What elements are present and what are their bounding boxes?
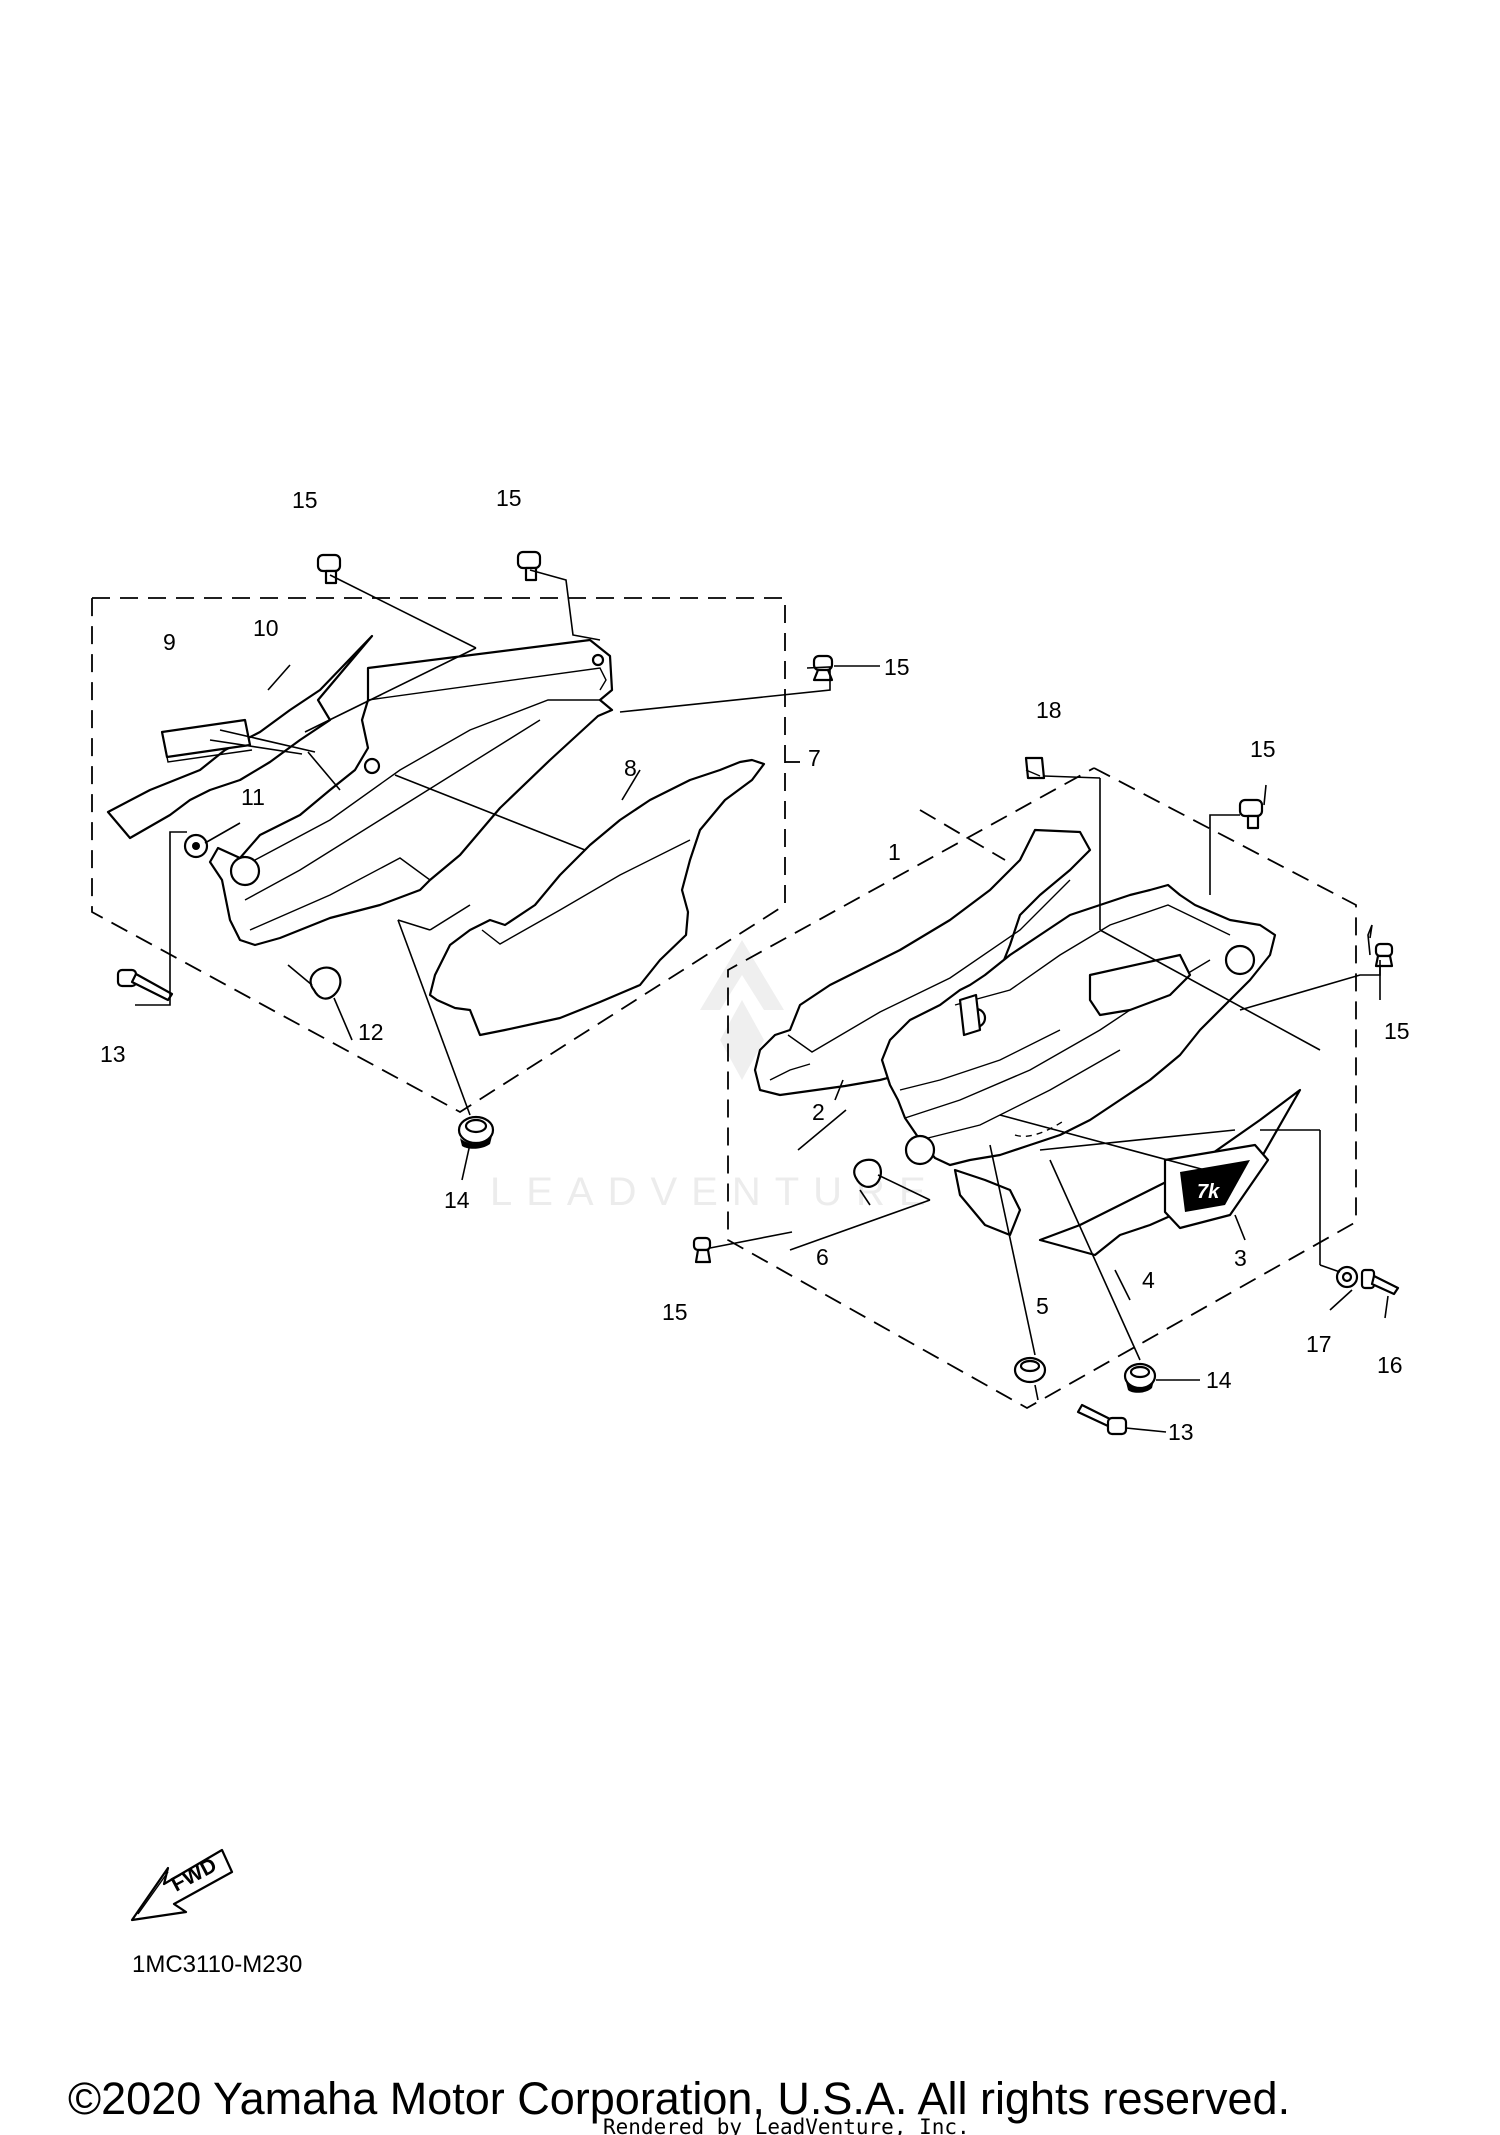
part-18-clip — [1024, 756, 1046, 780]
part-13-bolt-left — [116, 968, 174, 1002]
drawing-code: 1MC3110-M230 — [132, 1951, 302, 1978]
part-15-clip-b — [516, 550, 542, 582]
callout-15: 15 — [662, 1299, 688, 1325]
part-1-side-cover-right — [753, 828, 1092, 1097]
left-assembly-box — [91, 597, 786, 1114]
callout-5: 5 — [1036, 1293, 1049, 1319]
callout-15: 15 — [496, 485, 522, 511]
part-3-badge: 7k — [1163, 1143, 1270, 1230]
callout-8: 8 — [624, 755, 637, 781]
callout-18: 18 — [1036, 697, 1062, 723]
part-6-grommet — [853, 1158, 882, 1188]
part-7-side-cover-left — [208, 638, 614, 947]
callout-14: 14 — [1206, 1367, 1232, 1393]
rendered-by-notice: Rendered by LeadVenture, Inc. — [603, 2115, 970, 2135]
callout-13: 13 — [100, 1041, 126, 1067]
left-leader-lines — [135, 569, 880, 1181]
part-14-grommet-left — [457, 1115, 495, 1149]
part-15-clip-f — [692, 1236, 712, 1264]
part-16-screw — [1360, 1268, 1400, 1296]
callout-10: 10 — [253, 615, 279, 641]
callout-15: 15 — [292, 487, 318, 513]
part-12-grommet — [309, 966, 342, 1000]
callout-13: 13 — [1168, 1419, 1194, 1445]
callout-9: 9 — [163, 629, 176, 655]
callout-14: 14 — [444, 1187, 470, 1213]
svg-text:7k: 7k — [1197, 1181, 1220, 1203]
fwd-arrow-icon: FWD — [130, 1848, 234, 1922]
part-8-inner-panel — [428, 758, 766, 1037]
part-5-grommet — [1013, 1356, 1047, 1384]
copyright-notice: ©2020 Yamaha Motor Corporation, U.S.A. A… — [68, 2073, 1290, 2124]
part-14-grommet-right — [1123, 1362, 1157, 1393]
callout-15: 15 — [884, 654, 910, 680]
part-17-washer — [1335, 1265, 1359, 1289]
callout-17: 17 — [1306, 1331, 1332, 1357]
callout-16: 16 — [1377, 1352, 1403, 1378]
part-15-clip-a — [316, 553, 342, 585]
callout-3: 3 — [1234, 1245, 1247, 1271]
callout-15: 15 — [1250, 736, 1276, 762]
watermark-text: LEADVENTURE — [490, 1170, 940, 1214]
callout-4: 4 — [1142, 1267, 1155, 1293]
watermark-logo-icon — [700, 940, 784, 1080]
right-assembly-box — [727, 767, 1357, 1410]
right-fasteners — [692, 756, 1400, 1436]
callout-2: 2 — [812, 1099, 825, 1125]
right-leader-lines — [709, 775, 1389, 1433]
left-fasteners — [116, 550, 834, 1149]
watermark: LEADVENTURE — [490, 940, 940, 1214]
left-side-cover-assembly — [91, 597, 800, 1114]
callout-12: 12 — [358, 1019, 384, 1045]
callout-1: 1 — [888, 839, 901, 865]
part-10-decal-sheet — [106, 634, 374, 840]
grommet-hole-left — [229, 855, 261, 887]
callout-6: 6 — [816, 1244, 829, 1270]
part-15-clip-e — [1374, 942, 1394, 968]
callout-7: 7 — [808, 745, 821, 771]
part-15-clip-d — [1238, 798, 1264, 830]
callout-15: 15 — [1384, 1018, 1410, 1044]
part-13-bolt-right — [1076, 1403, 1128, 1436]
part-2-inner-panel — [1088, 953, 1192, 1017]
callout-11: 11 — [241, 784, 265, 810]
callout-labels: 15 15 15 15 15 15 9 10 11 12 13 13 7 8 1… — [100, 485, 1410, 1445]
